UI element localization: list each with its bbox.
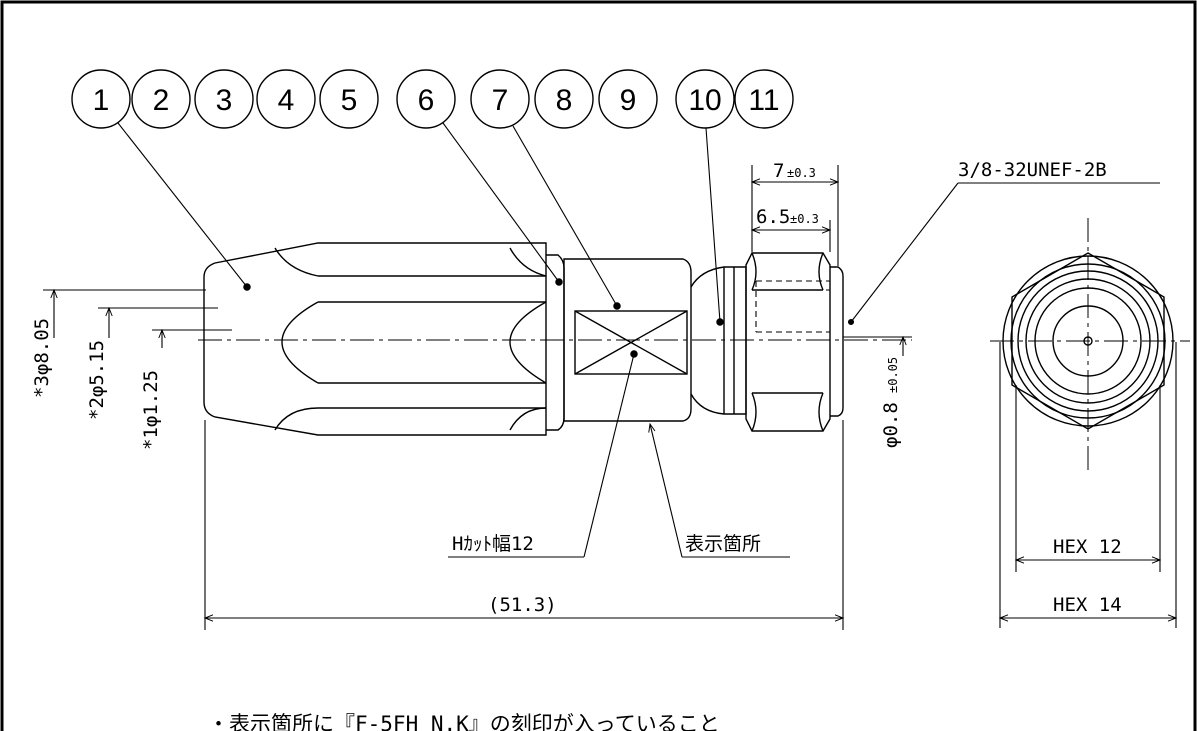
balloon-11 — [734, 69, 794, 129]
dim-dia-805: *3φ8.05 — [31, 318, 53, 398]
balloon-4-label: 4 — [278, 84, 295, 117]
dim-pin-diameter — [843, 337, 912, 356]
hcut-callout-leader — [448, 350, 638, 558]
connector-end-view — [990, 218, 1190, 470]
balloon-8-label: 8 — [556, 84, 573, 117]
hcut-label: Hｶｯﾄ幅12 — [452, 533, 534, 555]
marking-label: 表示箇所 — [685, 533, 761, 555]
dim-left-diameters — [43, 290, 232, 348]
dim-overall-value: (51.3) — [488, 594, 557, 616]
dim-overall-length — [205, 420, 843, 630]
dim-hex14: HEX 14 — [1053, 594, 1122, 616]
dim-65-value: 6.5 — [756, 206, 790, 228]
balloon-10-label: 10 — [688, 84, 721, 117]
balloon-2-label: 2 — [153, 84, 170, 117]
balloon-5-label: 5 — [341, 84, 358, 117]
marking-note: ・表示箇所に『F-5FH N.K』の刻印が入っていること — [208, 712, 720, 731]
part-balloons — [71, 69, 794, 129]
balloon-6-label: 6 — [418, 84, 435, 117]
balloon-1-label: 1 — [93, 84, 110, 117]
balloon-2 — [131, 69, 191, 129]
balloon-1 — [71, 69, 131, 129]
balloon-5 — [319, 69, 379, 129]
thread-spec: 3/8-32UNEF-2B — [958, 159, 1107, 181]
balloon-3-label: 3 — [216, 84, 233, 117]
dim-7-tolerance: ±0.3 — [787, 166, 816, 180]
thread-callout-leader — [847, 182, 1160, 326]
balloon-10 — [675, 69, 735, 129]
dim-hex12: HEX 12 — [1053, 536, 1122, 558]
balloon-9-label: 9 — [620, 84, 637, 117]
balloon-3 — [194, 69, 254, 129]
balloon-6 — [396, 69, 456, 129]
dim-pin-dia-value: φ0.8 — [880, 402, 902, 448]
dim-pin-dia-tolerance: ±0.05 — [886, 357, 900, 393]
balloon-leaders — [117, 122, 724, 326]
marking-callout-leader — [650, 424, 790, 558]
hidden-thread-lines — [755, 280, 830, 333]
connector-side-view — [203, 242, 844, 436]
balloon-8 — [534, 69, 594, 129]
dim-hex — [1000, 342, 1176, 628]
dim-65-tolerance: ±0.3 — [790, 212, 819, 226]
balloon-7-label: 7 — [492, 84, 509, 117]
balloon-9 — [598, 69, 658, 129]
dim-dia-515: *2φ5.15 — [86, 340, 108, 420]
dim-dia-125: *1φ1.25 — [140, 370, 162, 450]
balloon-11-label: 11 — [748, 84, 779, 117]
balloon-7 — [470, 69, 530, 129]
balloon-4 — [256, 69, 316, 129]
dim-thread-length — [752, 165, 838, 266]
dim-7-value: 7 — [773, 160, 784, 182]
